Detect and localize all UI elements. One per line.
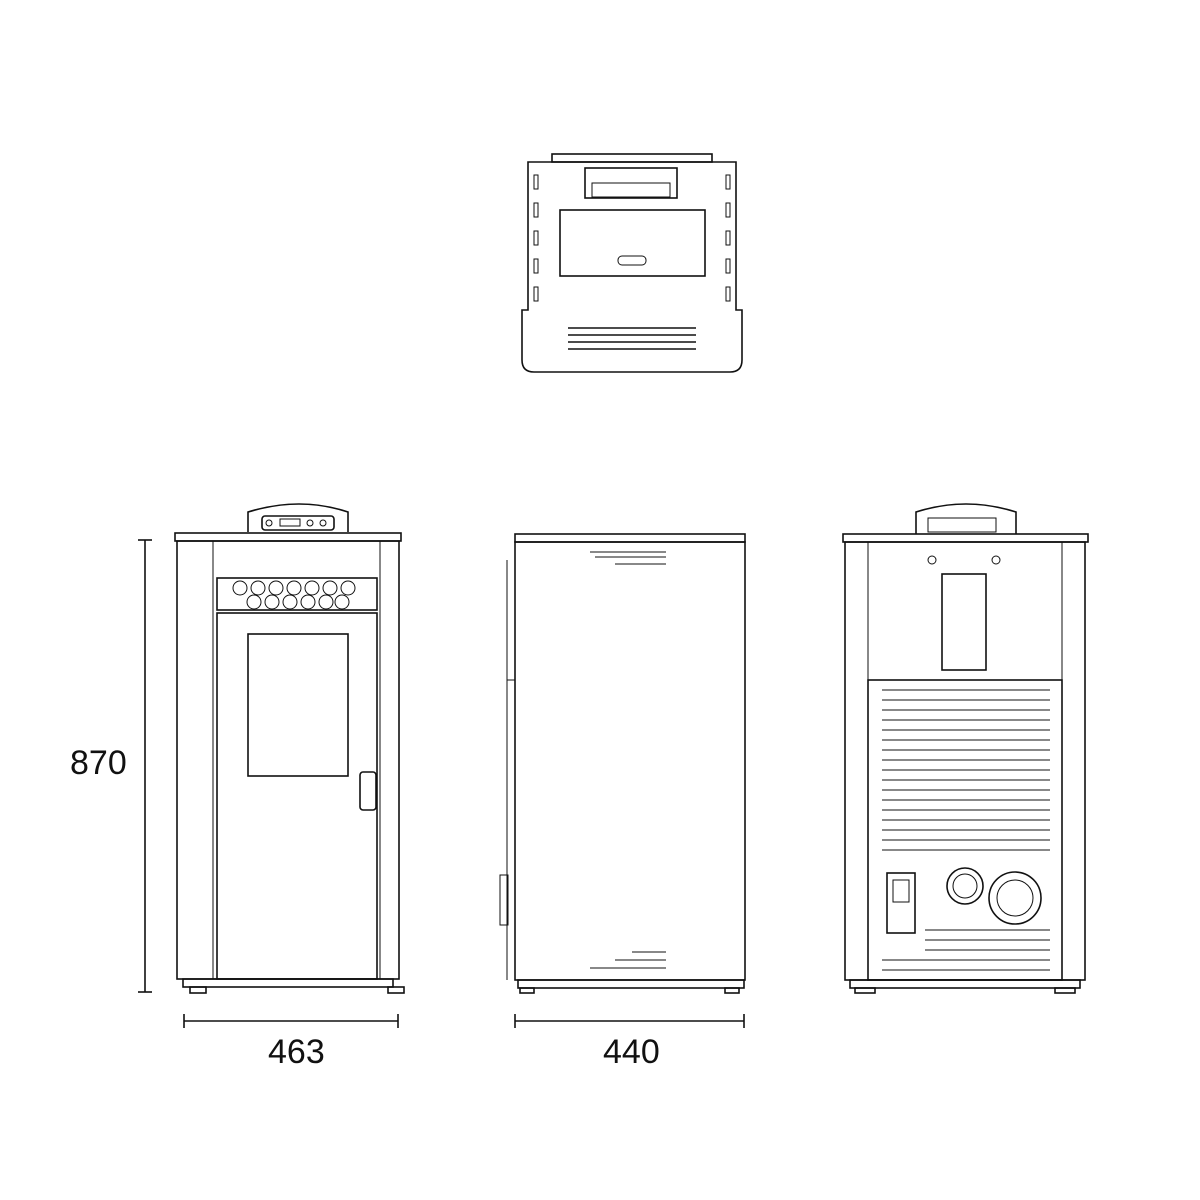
depth-label: 440 — [603, 1033, 660, 1071]
top-vent-slots — [568, 327, 696, 350]
height-label: 870 — [70, 744, 127, 782]
control-panel — [261, 515, 335, 531]
flue-outlet — [988, 871, 1042, 925]
depth-dimension: 440 — [514, 1014, 745, 1071]
rear-hatch — [941, 573, 987, 671]
width-dimension: 463 — [183, 1014, 399, 1071]
door-handle — [359, 771, 377, 811]
width-label: 463 — [268, 1033, 325, 1071]
side-view — [499, 533, 746, 994]
door-glass — [247, 633, 349, 777]
front-door — [216, 612, 378, 980]
height-dimension: 870 — [70, 539, 152, 993]
top-view — [521, 153, 743, 373]
power-socket — [886, 872, 916, 934]
air-intake — [946, 867, 984, 905]
air-outlet-grille — [216, 577, 378, 611]
front-view — [174, 503, 405, 994]
rear-view — [842, 503, 1089, 994]
